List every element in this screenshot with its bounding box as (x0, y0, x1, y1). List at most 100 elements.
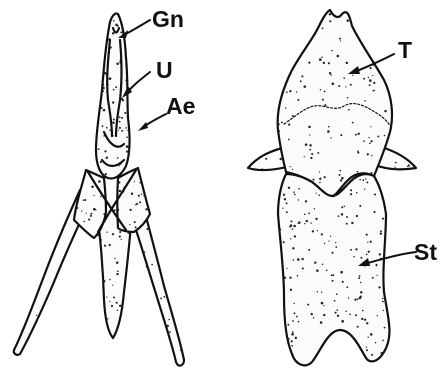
stipple-dot (279, 228, 281, 230)
stipple-dot (126, 39, 127, 40)
stipple-dot (112, 233, 114, 235)
stipple-dot (105, 25, 107, 27)
stipple-dot (306, 10, 308, 12)
stipple-dot (341, 177, 343, 179)
stipple-dot (317, 291, 318, 292)
stipple-dot (296, 316, 298, 318)
stipple-dot (97, 275, 98, 276)
stipple-dot (320, 89, 321, 90)
stipple-dot (169, 231, 171, 233)
stipple-dot (322, 99, 324, 101)
stipple-dot (154, 365, 157, 368)
stipple-dot (123, 319, 125, 321)
stipple-dot (73, 337, 75, 339)
stipple-dot (334, 300, 336, 302)
stipple-dot (341, 206, 343, 208)
stipple-dot (349, 313, 351, 315)
stipple-dot (181, 339, 183, 341)
stipple-dot (67, 278, 69, 280)
stipple-dot (102, 125, 104, 127)
stipple-dot (75, 168, 77, 170)
stipple-dot (144, 251, 146, 253)
stipple-dot (384, 194, 385, 195)
stipple-dot (342, 10, 343, 11)
stipple-dot (368, 251, 370, 253)
stipple-dot (176, 279, 178, 281)
stipple-dot (35, 268, 37, 270)
stipple-dot (34, 268, 35, 269)
stipple-dot (389, 240, 391, 242)
stipple-dot (175, 209, 177, 211)
stipple-dot (386, 178, 388, 180)
stipple-dot (327, 130, 330, 133)
stipple-dot (174, 214, 176, 216)
stipple-dot (68, 346, 70, 348)
stipple-dot (367, 153, 369, 155)
stipple-dot (321, 292, 322, 293)
stipple-dot (87, 257, 89, 259)
stipple-dot (97, 282, 99, 284)
stipple-dot (96, 234, 98, 236)
stipple-dot (330, 137, 331, 138)
stipple-dot (292, 320, 294, 322)
stipple-dot (81, 210, 82, 211)
stipple-dot (104, 150, 106, 152)
stipple-dot (113, 20, 115, 22)
stipple-dot (309, 149, 311, 151)
stipple-dot (284, 276, 287, 279)
stipple-dot (357, 326, 359, 328)
stipple-dot (387, 14, 389, 16)
stipple-dot (300, 80, 302, 82)
stipple-dot (368, 137, 369, 138)
stipple-dot (304, 223, 305, 224)
stipple-dot (389, 349, 392, 352)
stipple-dot (65, 272, 67, 274)
stipple-dot (75, 311, 77, 313)
stipple-dot (304, 156, 305, 157)
stipple-dot (93, 208, 96, 211)
stipple-dot (309, 134, 310, 135)
stipple-dot (353, 256, 355, 258)
stipple-dot (116, 261, 119, 264)
stipple-dot (386, 61, 389, 64)
stipple-dot (96, 323, 97, 324)
stipple-dot (124, 333, 126, 335)
stipple-dot (367, 242, 368, 243)
stipple-dot (139, 182, 140, 183)
stipple-dot (363, 140, 365, 142)
stipple-dot (131, 354, 133, 356)
stipple-dot (322, 355, 324, 357)
stipple-dot (283, 194, 285, 196)
stipple-dot (117, 157, 119, 159)
stipple-dot (294, 194, 296, 196)
stipple-dot (344, 344, 346, 346)
stipple-dot (359, 275, 361, 277)
stipple-dot (373, 211, 375, 213)
stipple-dot (91, 322, 93, 324)
stipple-dot (364, 319, 366, 321)
stipple-dot (135, 226, 137, 228)
stipple-dot (163, 260, 165, 262)
stipple-dot (182, 236, 184, 238)
stipple-dot (357, 152, 359, 154)
stipple-dot (382, 170, 384, 172)
stipple-dot (413, 152, 415, 154)
stipple-dot (340, 40, 341, 41)
stipple-dot (308, 126, 311, 129)
stipple-dot (379, 175, 380, 176)
stipple-dot (338, 85, 340, 87)
stipple-dot (338, 215, 340, 217)
stipple-dot (148, 195, 150, 197)
stipple-dot (116, 302, 118, 304)
stipple-dot (19, 288, 21, 290)
stipple-dot (103, 87, 105, 89)
stipple-dot (120, 31, 122, 33)
stipple-dot (93, 58, 95, 60)
stipple-dot (119, 236, 121, 238)
stipple-dot (121, 117, 123, 119)
stipple-dot (99, 263, 101, 265)
stipple-dot (246, 163, 248, 165)
stipple-dot (337, 55, 340, 58)
stipple-dot (115, 23, 117, 25)
stipple-dot (102, 36, 103, 37)
